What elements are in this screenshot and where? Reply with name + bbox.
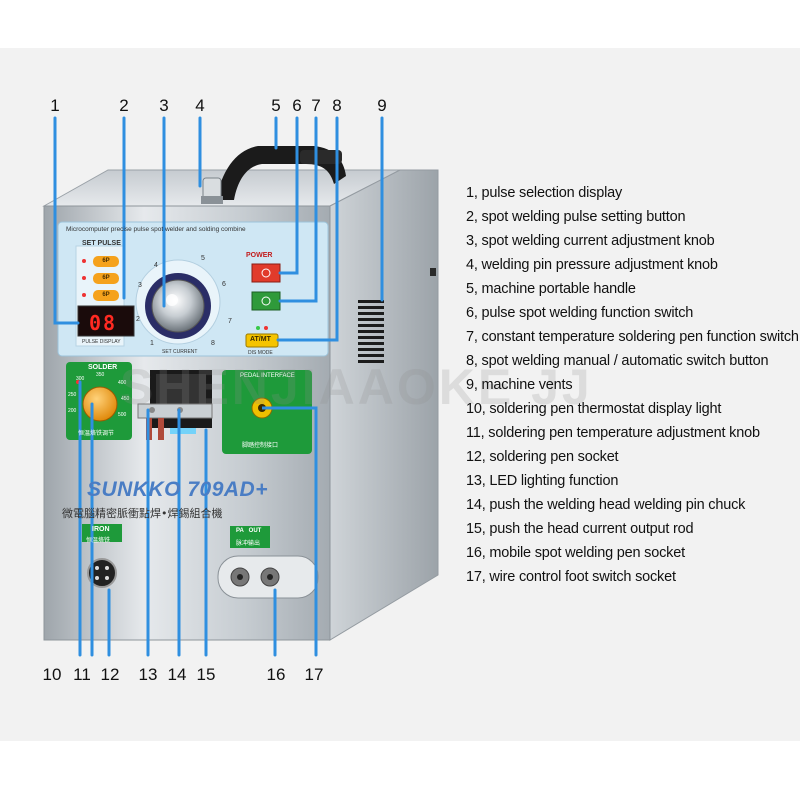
legend-item-10: 10, soldering pen thermostat display lig… [466, 401, 722, 417]
current-knob [151, 279, 205, 333]
power-label: POWER [246, 252, 273, 259]
legend-item-13: 13, LED lighting function [466, 473, 619, 489]
solder-scale-300: 300 [76, 376, 85, 382]
callout-number-17: 17 [304, 665, 324, 684]
solder-scale-400: 400 [118, 380, 127, 386]
display-digits: 08 [89, 311, 118, 335]
dial-number-2: 2 [136, 316, 140, 323]
dis-mode-label: DIS MODE [248, 350, 273, 356]
callout-number-7: 7 [311, 96, 321, 115]
solder-scale-200: 200 [68, 408, 77, 414]
iron-cn-label: 恒温烙铁 [86, 537, 111, 544]
legend-list: 1, pulse selection display 2, spot weldi… [466, 181, 799, 589]
legend-item-2: 2, spot welding pulse setting button [466, 209, 686, 225]
callout-lines [53, 116, 384, 657]
solder-scale-450: 450 [121, 396, 130, 402]
pulse-button-2[interactable]: 6P [102, 275, 110, 281]
pa-out-label: PA OUT [236, 528, 262, 534]
legend-item-12: 12, soldering pen socket [466, 449, 619, 465]
pulse-display-label: PULSE DISPLAY [82, 339, 121, 345]
power-switch-red [251, 263, 281, 283]
dial-number-8: 8 [211, 340, 215, 347]
dial-number-7: 7 [228, 318, 232, 325]
pa-out-cn-label: 脉冲输出 [236, 540, 261, 547]
callout-number-14: 14 [167, 665, 187, 684]
cn-title: 微電腦精密脈衝點焊•焊錫組合機 [62, 507, 223, 520]
callout-line-1 [53, 116, 80, 325]
pedal-interface-label: PEDAL INTERFACE [240, 373, 295, 379]
iron-socket [87, 558, 117, 588]
callout-number-16: 16 [266, 665, 286, 684]
callout-line-6 [278, 116, 299, 275]
callout-line-8 [276, 116, 339, 342]
dial-number-1: 1 [150, 340, 154, 347]
callout-number-2: 2 [119, 96, 129, 115]
dial-number-5: 5 [201, 255, 205, 262]
power-switch-green [251, 291, 281, 311]
pulse-display [77, 305, 135, 337]
solder-scale-250: 250 [68, 392, 77, 398]
legend-item-17: 17, wire control foot switch socket [466, 569, 676, 585]
legend-item-3: 3, spot welding current adjustment knob [466, 233, 715, 249]
solder-scale-350: 350 [96, 372, 105, 378]
iron-label: IRON [92, 526, 110, 533]
vents [358, 300, 384, 363]
led-light [170, 428, 196, 434]
callout-line-7 [278, 116, 318, 303]
callout-number-5: 5 [271, 96, 281, 115]
set-current-label: SET CURRENT [162, 349, 198, 355]
callout-number-15: 15 [196, 665, 216, 684]
solder-caption: 恒温烙铁调节 [78, 430, 115, 437]
callout-number-8: 8 [332, 96, 342, 115]
legend-item-8: 8, spot welding manual / automatic switc… [466, 353, 769, 369]
callout-number-12: 12 [100, 665, 120, 684]
legend-item-14: 14, push the welding head welding pin ch… [466, 497, 746, 513]
panel-header-text: Microcomputer precise pulse spot welder … [66, 226, 246, 233]
legend-item-6: 6, pulse spot welding function switch [466, 305, 694, 321]
solder-scale-500: 500 [118, 412, 127, 418]
legend-item-16: 16, mobile spot welding pen socket [466, 545, 685, 561]
legend-item-15: 15, push the head current output rod [466, 521, 694, 537]
callout-number-6: 6 [292, 96, 302, 115]
callout-line-17 [262, 406, 318, 657]
pulse-button-1[interactable]: 6P [102, 258, 110, 264]
legend-item-4: 4, welding pin pressure adjustment knob [466, 257, 718, 273]
callout-number-10: 10 [42, 665, 62, 684]
legend-item-1: 1, pulse selection display [466, 185, 623, 201]
callout-number-11: 11 [73, 665, 91, 684]
callout-number-4: 4 [195, 96, 205, 115]
legend-item-7: 7, constant temperature soldering pen fu… [466, 329, 799, 345]
legend-item-9: 9, machine vents [466, 377, 573, 393]
callout-number-13: 13 [138, 665, 158, 684]
legend-item-11: 11, soldering pen temperature adjustment… [466, 425, 760, 441]
pedal-caption: 脚踏控制接口 [242, 442, 279, 449]
callout-number-9: 9 [377, 96, 387, 115]
legend-item-5: 5, machine portable handle [466, 281, 636, 297]
dial-number-3: 3 [138, 282, 142, 289]
brand-logo-text: SUNKKO 709AD+ [87, 478, 268, 501]
dial-number-6: 6 [222, 281, 226, 288]
callout-number-3: 3 [159, 96, 169, 115]
solder-knob [82, 386, 118, 422]
set-pulse-label: SET PULSE [82, 240, 121, 247]
pulse-button-3[interactable]: 6P [102, 292, 110, 298]
callout-number-1: 1 [50, 96, 60, 115]
dial-number-4: 4 [154, 262, 158, 269]
mode-button-label[interactable]: AT/MT [250, 336, 271, 343]
solder-label: SOLDER [88, 364, 118, 371]
watermark: SHENJIAAOKE JJ [120, 359, 593, 415]
